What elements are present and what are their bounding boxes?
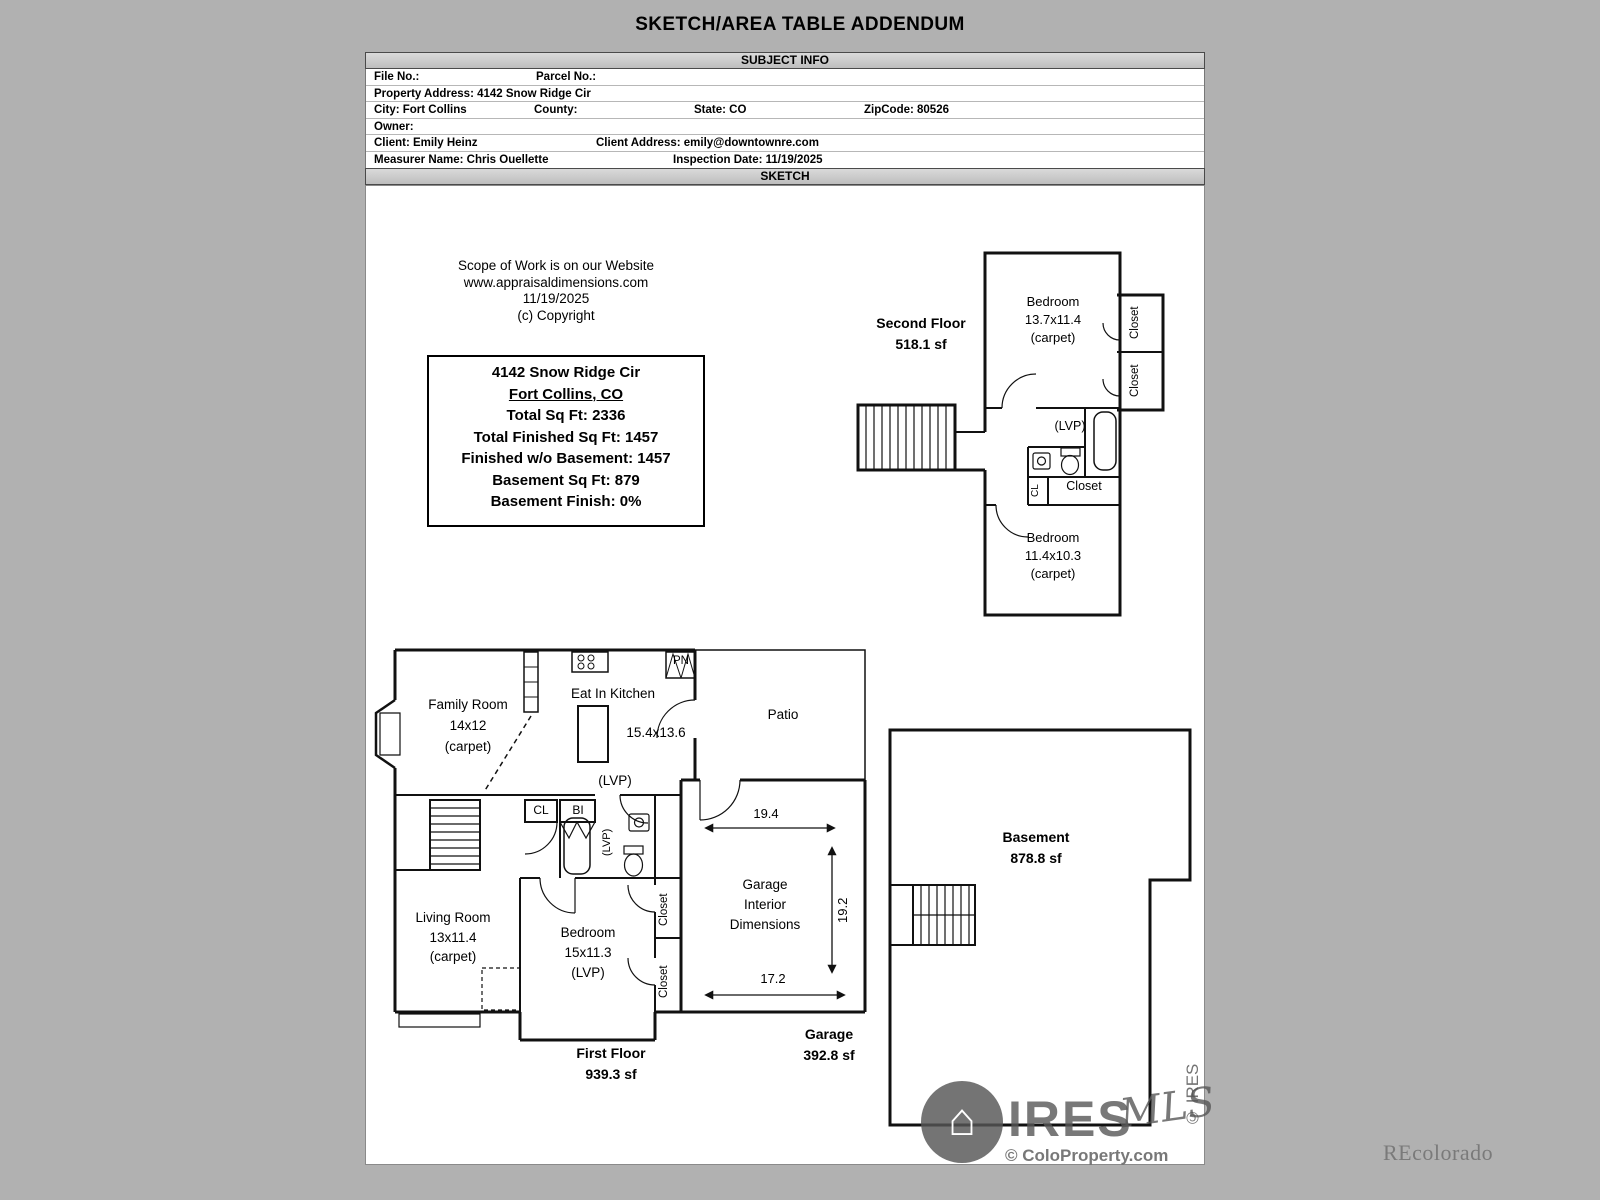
scope-line-4: (c) Copyright [517,307,595,323]
sketch-header-label: SKETCH [760,169,810,183]
table-row-file: File No.: Parcel No.: [366,69,1204,86]
summary-total-sqft: Total Sq Ft: 2336 [506,407,626,424]
summary-finished-wo-bsmt: Finished w/o Basement: 1457 [461,450,671,467]
summary-address: 4142 Snow Ridge Cir [491,364,641,381]
room-floor: (carpet) [1030,330,1076,345]
room-floor: (carpet) [429,949,477,964]
field-state: State: CO [694,104,747,116]
room-name: Bedroom [1026,530,1080,545]
page-title: SKETCH/AREA TABLE ADDENDUM [635,14,965,35]
garage-dim-top: 19.4 [753,806,779,821]
summary-city: Fort Collins, CO [508,385,624,403]
ff-bedroom-label: Bedroom 15x11.3 (LVP) [518,923,658,983]
first-floor-label: First Floor 939.3 sf [546,1043,676,1085]
garage-interior-line-2: Interior [743,897,787,912]
basement-area: 878.8 sf [1010,850,1062,866]
ires-watermark-text: IRES [1008,1091,1133,1147]
field-parcel-no: Parcel No.: [536,71,597,83]
table-row-city: City: Fort Collins County: State: CO Zip… [366,102,1204,119]
sf-bedroom2-label: Bedroom 11.4x10.3 (carpet) [995,529,1111,583]
patio-label: Patio [767,707,799,722]
field-county: County: [534,104,578,116]
ires-logo-circle: ⌂ [921,1081,1003,1163]
garage-dim-bottom: 17.2 [760,971,786,986]
first-floor-name: First Floor [576,1045,646,1061]
ff-bath-floor-label: (LVP) [601,828,613,856]
subject-info-header-label: SUBJECT INFO [740,53,829,67]
garage-interior-line-3: Dimensions [729,917,801,932]
summary-total-finished: Total Finished Sq Ft: 1457 [473,428,659,446]
sf-bedroom1-label: Bedroom 13.7x11.4 (carpet) [995,293,1111,347]
sf-hall-closet-label: Closet [1066,479,1102,493]
field-owner: Owner: [374,120,414,133]
field-zipcode: ZipCode: 80526 [864,104,949,116]
field-client-address: Client Address: emily@downtownre.com [596,137,819,149]
subject-info-header: SUBJECT INFO [365,52,1205,69]
house-icon: ⌂ [948,1093,976,1145]
cl-label: CL [533,803,549,817]
room-dims: 11.4x10.3 [1024,548,1082,563]
ff-closet-lower-label: Closet [658,965,670,999]
sf-closet-top-label: Closet [1129,306,1141,340]
second-floor-name: Second Floor [876,315,966,331]
scope-line-3: 11/19/2025 [522,291,590,306]
room-name: Family Room [428,697,508,712]
room-dims: 13x11.4 [429,929,477,945]
field-inspection-date: Inspection Date: 11/19/2025 [673,153,823,166]
area-summary-box: 4142 Snow Ridge Cir Fort Collins, CO Tot… [427,355,705,527]
copyright-ires-watermark: © IRES [1183,1063,1202,1128]
garage-name: Garage [804,1026,854,1042]
garage-interior-line-1: Garage [742,877,788,892]
garage-area: 392.8 sf [803,1047,855,1063]
table-row-measurer: Measurer Name: Chris Ouellette Inspectio… [366,152,1204,169]
table-row-address: Property Address: 4142 Snow Ridge Cir [366,86,1204,102]
sf-closet-bottom-label: Closet [1129,364,1141,398]
basement-label: Basement 878.8 sf [976,827,1096,869]
bi-label: BI [572,803,584,817]
table-row-owner: Owner: [366,119,1204,135]
subject-info-table: File No.: Parcel No.: Property Address: … [365,69,1205,168]
second-floor-area: 518.1 sf [895,336,947,352]
room-floor: (carpet) [1030,566,1076,581]
first-floor-area: 939.3 sf [585,1066,637,1082]
room-name: Bedroom [560,925,616,940]
sf-cl-label: CL [1030,484,1041,498]
garage-dim-right: 19.2 [835,897,850,923]
garage-interior-label: Garage Interior Dimensions [705,875,825,935]
field-city: City: Fort Collins [374,104,467,116]
field-client: Client: Emily Heinz [374,137,478,149]
field-file-no: File No.: [374,71,420,83]
summary-basement-sqft: Basement Sq Ft: 879 [492,471,640,489]
pantry-label: PN [673,655,689,667]
room-name: Bedroom [1026,294,1080,309]
summary-basement-finish: Basement Finish: 0% [490,493,642,510]
kitchen-label: Eat In Kitchen [570,686,656,701]
field-property-address: Property Address: 4142 Snow Ridge Cir [374,87,591,100]
second-floor-label: Second Floor 518.1 sf [856,313,986,355]
room-floor: (carpet) [444,739,492,754]
family-room-label: Family Room 14x12 (carpet) [398,694,538,757]
room-name: Living Room [415,910,491,925]
basement-name: Basement [1002,829,1070,845]
room-dims: 15x11.3 [564,945,612,960]
room-floor: (LVP) [571,965,605,980]
scope-of-work-note: Scope of Work is on our Website www.appr… [425,258,687,324]
ff-closet-upper-label: Closet [658,893,670,927]
scope-line-2: www.appraisaldimensions.com [463,274,649,290]
field-measurer: Measurer Name: Chris Ouellette [374,153,549,166]
kitchen-floor-label: (LVP) [598,773,632,788]
scope-line-1: Scope of Work is on our Website [457,258,655,273]
sf-hall-floor-label: (LVP) [1054,419,1086,433]
coloproperty-watermark: © ColoProperty.com [1005,1146,1169,1165]
living-room-label: Living Room 13x11.4 (carpet) [383,908,523,967]
garage-label: Garage 392.8 sf [779,1024,879,1066]
room-dims: 14x12 [449,718,487,733]
kitchen-dims-label: 15.4x13.6 [626,725,686,740]
room-dims: 13.7x11.4 [1024,312,1082,327]
sketch-header: SKETCH [365,168,1205,185]
table-row-client: Client: Emily Heinz Client Address: emil… [366,135,1204,152]
recolorado-watermark: REcolorado [1383,1140,1494,1165]
